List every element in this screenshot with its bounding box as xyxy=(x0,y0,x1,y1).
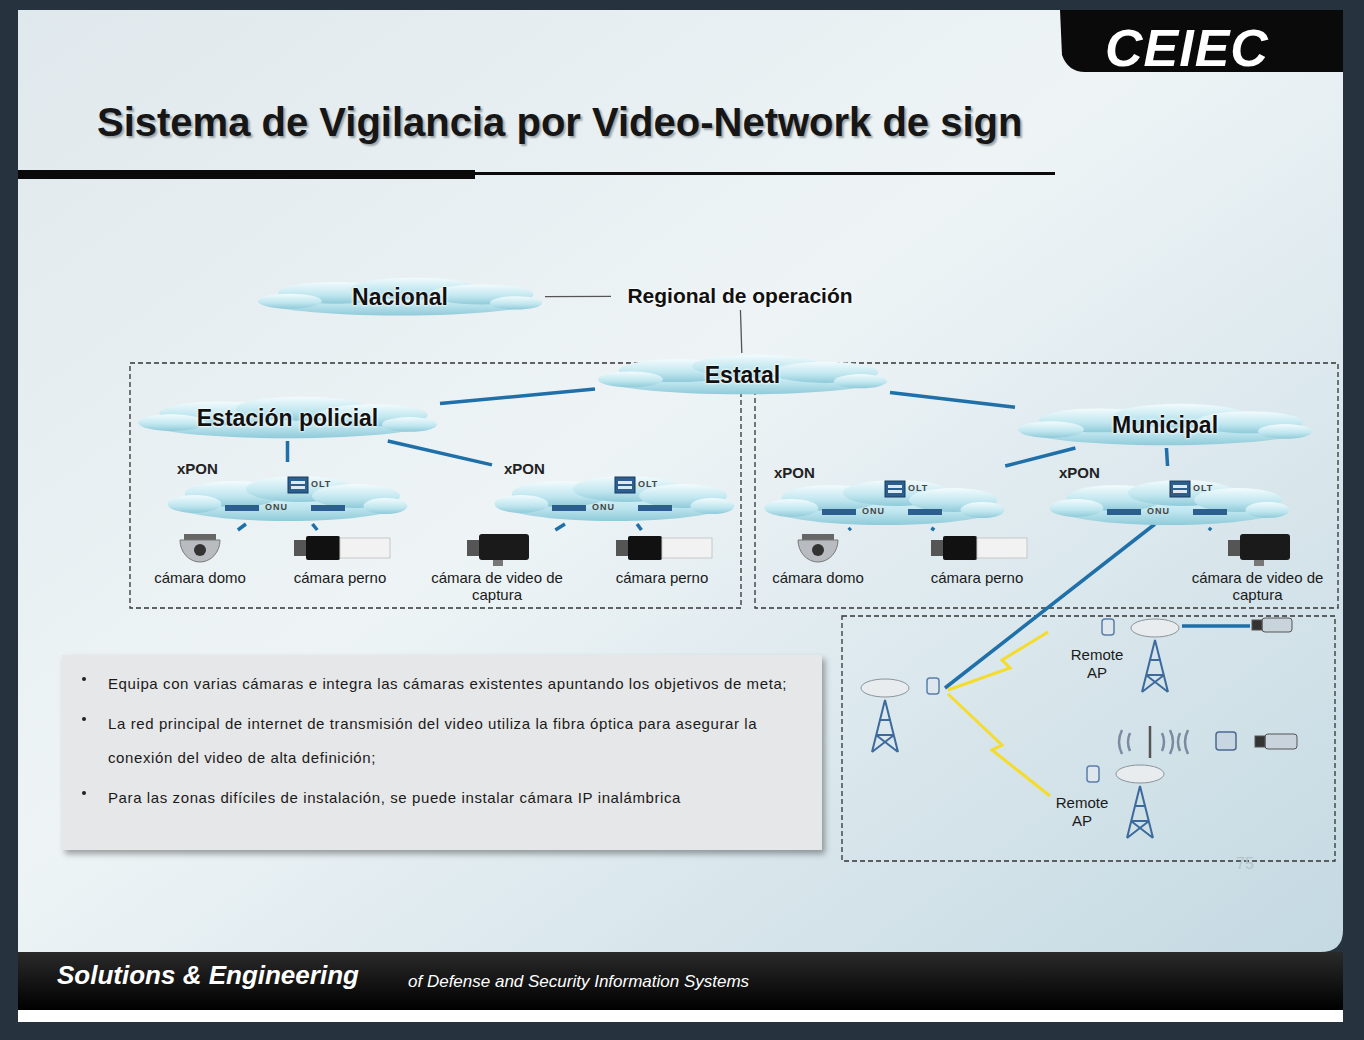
level-label: Estatal xyxy=(595,353,890,397)
camera-node: cámara perno xyxy=(907,530,1047,587)
logo-text: CEIEC xyxy=(1105,18,1269,78)
camera-icon xyxy=(917,530,1037,568)
camera-label: cámara perno xyxy=(270,570,410,587)
camera-node: cámara de video de captura xyxy=(422,530,572,603)
note-box: Equipa con varias cámaras e integra las … xyxy=(62,655,822,850)
camera-label: cámara perno xyxy=(592,570,732,587)
bullet-dot xyxy=(82,791,86,795)
footer-band xyxy=(18,952,1343,1010)
note-text: La red principal de internet de transmis… xyxy=(108,707,808,775)
network-type: xPON xyxy=(504,460,545,477)
olt-label: OLT xyxy=(311,479,331,489)
bullet-item: Equipa con varias cámaras e integra las … xyxy=(78,667,808,701)
ap-label: Remote AP xyxy=(1049,794,1115,830)
network-link xyxy=(555,524,565,530)
network-link xyxy=(388,441,492,465)
bullet-dot xyxy=(82,717,86,721)
level-label: Nacional xyxy=(255,276,545,318)
access-point: Remote AP xyxy=(1064,646,1130,682)
network-link xyxy=(849,528,851,530)
xpon-cloud: xPON OLT ONU xyxy=(165,462,410,524)
title-rule-thin xyxy=(475,172,1055,175)
bullet-item: Para las zonas difíciles de instalación,… xyxy=(78,781,808,815)
camera-node: cámara de video de captura xyxy=(1180,530,1335,603)
network-link xyxy=(890,392,1015,407)
onu-label: ONU xyxy=(862,506,885,516)
bullet-item: La red principal de internet de transmis… xyxy=(78,707,808,775)
camera-label: cámara de video de captura xyxy=(1180,570,1335,603)
onu-label: ONU xyxy=(1147,506,1170,516)
camera-icon xyxy=(140,530,260,568)
network-link xyxy=(1166,448,1167,466)
camera-node: cámara domo xyxy=(140,530,260,587)
xpon-cloud: xPON OLT ONU xyxy=(762,466,1007,528)
camera-label: cámara de video de captura xyxy=(422,570,572,603)
camera-label: cámara domo xyxy=(140,570,260,587)
cloud-node: Nacional xyxy=(255,276,545,318)
olt-label: OLT xyxy=(1193,483,1213,493)
cloud-node: Municipal xyxy=(1015,402,1315,448)
network-type: xPON xyxy=(177,460,218,477)
footer-strip xyxy=(18,1010,1343,1022)
note-text: Equipa con varias cámaras e integra las … xyxy=(108,667,808,701)
slide-panel xyxy=(18,10,1343,952)
network-link xyxy=(740,310,741,353)
page-number: 75 xyxy=(1236,855,1254,873)
network-link xyxy=(312,524,317,530)
level-label: Regional de operación xyxy=(611,282,869,310)
network-link xyxy=(931,528,934,530)
camera-label: cámara domo xyxy=(758,570,878,587)
camera-node: cámara perno xyxy=(270,530,410,587)
network-link xyxy=(286,441,290,462)
footer-slogan: Solutions & Engineering xyxy=(57,960,359,991)
network-type: xPON xyxy=(1059,464,1100,481)
onu-label: ONU xyxy=(265,502,288,512)
olt-label: OLT xyxy=(908,483,928,493)
camera-icon xyxy=(280,530,400,568)
note-text: Para las zonas difíciles de instalación,… xyxy=(108,781,808,815)
title-rule-thick xyxy=(18,170,475,179)
ap-label: Remote AP xyxy=(1064,646,1130,682)
access-point: Remote AP xyxy=(1049,794,1115,830)
bullet-dot xyxy=(82,677,86,681)
olt-icon xyxy=(884,480,906,498)
xpon-cloud: xPON OLT ONU xyxy=(492,462,737,524)
onu-label: ONU xyxy=(592,502,615,512)
network-link xyxy=(637,524,641,530)
network-link xyxy=(545,296,611,297)
xpon-cloud: xPON OLT ONU xyxy=(1047,466,1292,528)
camera-node: cámara domo xyxy=(758,530,878,587)
network-type: xPON xyxy=(774,464,815,481)
network-link xyxy=(1209,528,1212,530)
camera-icon xyxy=(602,530,722,568)
cloud-node: Estación policial xyxy=(135,395,440,441)
olt-icon xyxy=(1169,480,1191,498)
level-label: Estación policial xyxy=(135,395,440,441)
network-link xyxy=(440,389,595,404)
camera-icon xyxy=(437,530,557,568)
network-link xyxy=(1005,448,1075,466)
olt-label: OLT xyxy=(638,479,658,489)
camera-node: cámara perno xyxy=(592,530,732,587)
olt-icon xyxy=(614,476,636,494)
level-label: Municipal xyxy=(1015,402,1315,448)
camera-label: cámara perno xyxy=(907,570,1047,587)
camera-icon xyxy=(758,530,878,568)
network-link xyxy=(238,524,246,530)
camera-icon xyxy=(1198,530,1318,568)
slide-title: Sistema de Vigilancia por Video-Network … xyxy=(97,100,1022,145)
cloud-node: Estatal xyxy=(595,353,890,397)
region-label: Regional de operación xyxy=(611,282,869,310)
olt-icon xyxy=(287,476,309,494)
footer-subtitle: of Defense and Security Information Syst… xyxy=(408,972,749,992)
